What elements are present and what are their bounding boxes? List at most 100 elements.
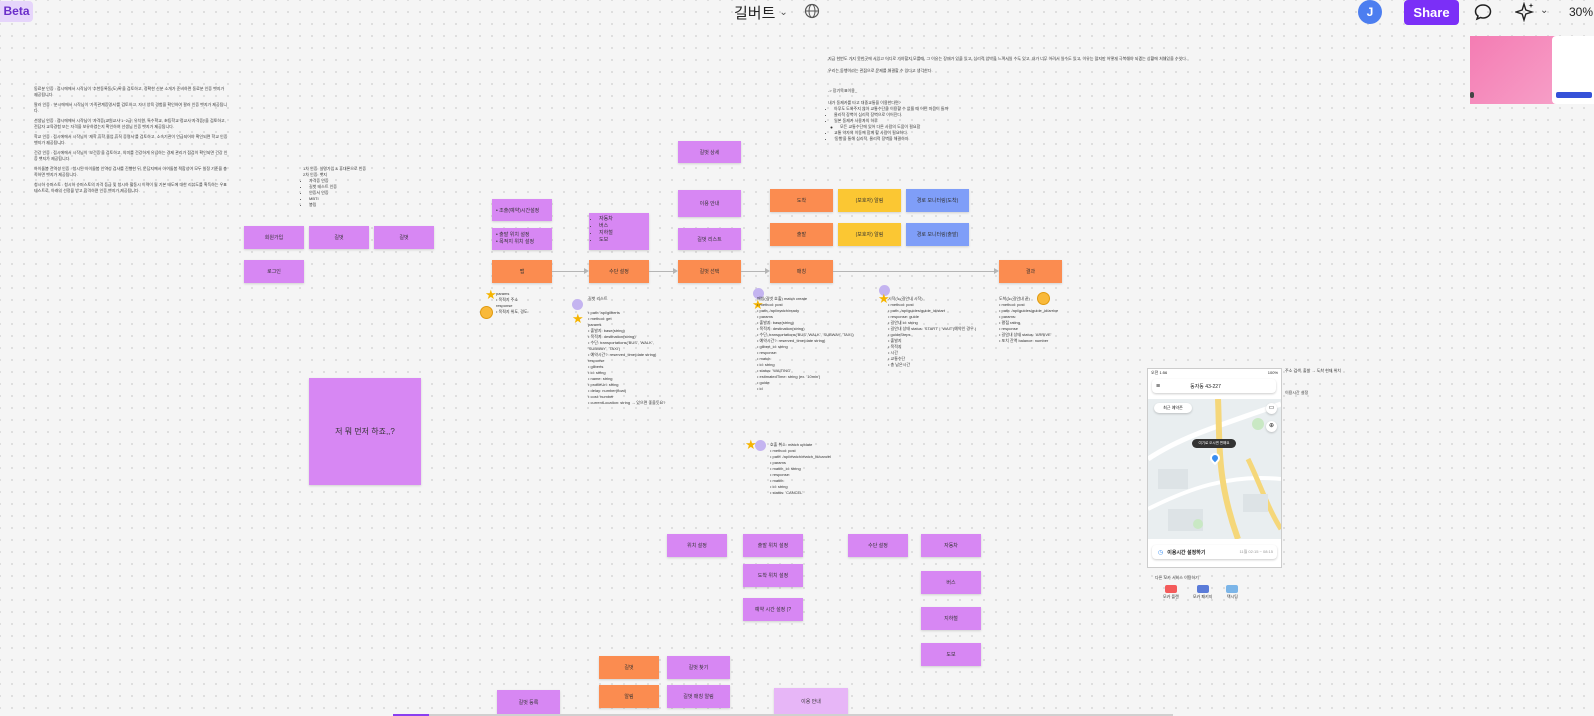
service-item[interactable]: 모카 플랜 <box>1163 585 1179 600</box>
sticky-arrival-location-set[interactable]: 도착 위치 설정 <box>743 564 803 587</box>
api-line: • method: post <box>770 448 796 453</box>
sticky-route-monitor[interactable]: 경로 모니터링(도착) <box>906 189 969 212</box>
location-bar[interactable]: ≡ 동자동 43-227 <box>1152 379 1276 393</box>
list-item: 아무도 도와주지 않아 교통수단을 이용할 수 없을 때 어떤 마음이 들까 <box>834 106 1268 112</box>
guide-start-api-text: 시작(노(길안내 시작) • method: post • path: /api… <box>888 296 978 368</box>
auth-sub: 2차 인증: 뱃지 <box>303 172 327 177</box>
scrollbar-thumb[interactable] <box>393 714 429 716</box>
service-item[interactable]: 택시팅 <box>1226 585 1239 600</box>
sticky-match[interactable]: 매칭 <box>770 260 833 283</box>
sticky-gilbeot-list[interactable]: 길벗 리스트 <box>678 228 741 250</box>
sticky-departure-time[interactable]: • 조출(예약)시간설정 <box>492 199 552 221</box>
sticky-route-monitor[interactable]: 경로 모니터링(출발) <box>906 223 969 246</box>
document-title-menu[interactable]: 길버트 ⌄ <box>734 2 788 22</box>
sticky-usage-guide[interactable]: 이용 안내 <box>774 688 848 714</box>
sticky-gilbeot[interactable]: 길벗 <box>374 226 434 249</box>
sticky-subway[interactable]: 지하철 <box>921 607 981 630</box>
api-line: • response: <box>757 350 778 355</box>
list-item: 도보 <box>599 237 613 244</box>
api-title: 호출 취소: match update <box>770 442 813 447</box>
api-line: • method: post <box>888 302 914 307</box>
status-time: 오전 1:56 <box>1151 370 1168 375</box>
sticky-arrive[interactable]: 도착 <box>770 189 833 212</box>
api-line: • method: post <box>757 302 783 307</box>
sticky-label: 길벗 선택 <box>699 269 720 275</box>
sticky-label: 저 뭐 먼저 하죠,,? <box>335 427 395 436</box>
list-item: MBTI <box>309 196 413 202</box>
list-item: 일본 동제카 사용자의 하루 <box>834 118 1268 124</box>
sticky-transport-list[interactable]: 자동차 버스 지하철 도보 <box>589 213 649 250</box>
sticky-guardian-alarm[interactable]: (보호자) 알림 <box>838 223 901 246</box>
user-avatar[interactable]: J <box>1358 0 1382 24</box>
sticky-alarm[interactable]: 알림 <box>599 685 659 708</box>
sticky-label: 알림 <box>624 694 634 700</box>
connector-arrow <box>994 268 999 274</box>
sticky-depart[interactable]: 출발 <box>770 223 833 246</box>
document-title[interactable]: 길버트 <box>734 4 776 22</box>
sticky-result[interactable]: 결과 <box>999 260 1062 283</box>
comment-icon[interactable] <box>1474 3 1492 21</box>
ai-sparkle-icon[interactable] <box>1515 2 1535 22</box>
locate-icon[interactable]: ⊕ <box>1266 421 1277 432</box>
api-line: • match: <box>770 478 785 483</box>
zoom-level[interactable]: 30% <box>1569 5 1594 19</box>
sticky-gilbeot[interactable]: 길벗 <box>599 656 659 679</box>
api-line: • 출발지: base(string) <box>757 320 794 325</box>
chevron-down-icon[interactable]: ⌄ <box>779 6 788 18</box>
sticky-transport-set[interactable]: 수단 설정 <box>848 534 908 557</box>
car-icon[interactable]: ▭ <box>1266 403 1277 414</box>
horizontal-scrollbar[interactable] <box>393 714 1173 716</box>
map-canvas <box>1148 399 1281 539</box>
api-line: • gilbert_id: string <box>757 344 788 349</box>
api-line: • 출발지: base(string) <box>588 328 625 333</box>
api-line: • 목적지 <box>888 344 902 349</box>
sticky-reserve-time-set[interactable]: 예약 시간 설정 (? <box>743 598 803 621</box>
text-line: 청시하 슈퍼스토 : 청시하 슈퍼스토의 자격 등급 및 청시하 활동시 이력이… <box>34 182 227 193</box>
sticky-gilbeot-select[interactable]: 길벗 선택 <box>678 260 741 283</box>
sticky-label: 로그인 <box>267 269 281 275</box>
sticky-bus[interactable]: 버스 <box>921 571 981 594</box>
sticky-big-question[interactable]: 저 뭐 먼저 하죠,,? <box>309 378 421 485</box>
sticky-login[interactable]: 로그인 <box>244 260 304 283</box>
api-line: • status: 'CANCEL' <box>770 490 804 495</box>
sticky-guardian-alarm[interactable]: (보호자) 알림 <box>838 189 901 212</box>
sticky-departure-location[interactable]: • 출발 위치 설정• 목적지 위치 설정 <box>492 228 552 250</box>
map-view[interactable]: 최근 예약존 ▭ ⊕ 여기로 오시면 편해요 <box>1148 399 1281 539</box>
sticky-label: 수단 설정 <box>868 543 888 549</box>
api-line: • path: /api/guides/guide_id/arrive <box>999 308 1059 313</box>
share-button[interactable]: Share <box>1404 0 1459 25</box>
sticky-label: 길벗 리스트 <box>697 236 722 243</box>
sticky-location-set[interactable]: 위치 설정 <box>667 534 727 557</box>
sticky-gilbeot-find[interactable]: 길벗 찾기 <box>667 656 730 679</box>
reserve-time-button[interactable]: ◷ 이용시간 설정하기 11월 02:15 ~ 08:15 <box>1152 545 1277 559</box>
sticky-walk[interactable]: 도보 <box>921 643 981 666</box>
sticky-gilbeot[interactable]: 길벗 <box>309 226 369 249</box>
sticky-departure-location-set[interactable]: 출발 위치 설정 <box>743 534 803 557</box>
list-item: 교통 약자의 이동에 함께 할 사람이 필요하다. <box>834 130 1268 136</box>
api-line: • delay: number(float) <box>588 388 627 393</box>
sticky-line: • 목적지 위치 설정 <box>496 239 535 245</box>
sticky-gilbeot-register[interactable]: 길벗 등록 <box>497 690 560 714</box>
phone-mockup[interactable]: 오전 1:56 100% ≡ 동자동 43-227 최근 예약존 ▭ ⊕ 여기로… <box>1147 368 1282 568</box>
sticky-label: 출발 위치 설정 <box>757 543 789 549</box>
sticky-car[interactable]: 자동차 <box>921 534 981 557</box>
api-line: • 교통수단 <box>888 356 906 361</box>
recent-reservation-chip[interactable]: 최근 예약존 <box>1154 403 1192 413</box>
match-cancel-api-text: 호출 취소: match update • method: post • pat… <box>770 442 870 496</box>
globe-icon[interactable] <box>804 3 820 19</box>
sticky-gilbeot-match-alarm[interactable]: 길벗 매칭 알림 <box>667 685 730 708</box>
sticky-map[interactable]: 맵 <box>492 260 552 283</box>
service-item[interactable]: 모카 패키지 <box>1193 585 1212 600</box>
sticky-signup[interactable]: 회원가입 <box>244 226 304 249</box>
chevron-down-icon[interactable]: ⌄ <box>1540 5 1549 16</box>
pink-card-preview[interactable] <box>1470 36 1594 104</box>
location-text[interactable]: 동자동 43-227 <box>1190 383 1221 390</box>
api-line: • status: 'WAITING' <box>757 368 791 373</box>
avatar-sticker <box>879 285 890 296</box>
sticky-usage-guide[interactable]: 이용 안내 <box>678 190 741 217</box>
list-item: 자격증 인증 <box>309 178 413 184</box>
auth-heading: 1차 인증: 실명가입 & 휴대폰으로 인증 <box>303 166 367 171</box>
sticky-gilbeot-detail[interactable]: 길벗 상세 <box>678 141 741 163</box>
sticky-transport-set[interactable]: 수단 설정 <box>589 260 649 283</box>
menu-icon[interactable]: ≡ <box>1156 382 1161 390</box>
